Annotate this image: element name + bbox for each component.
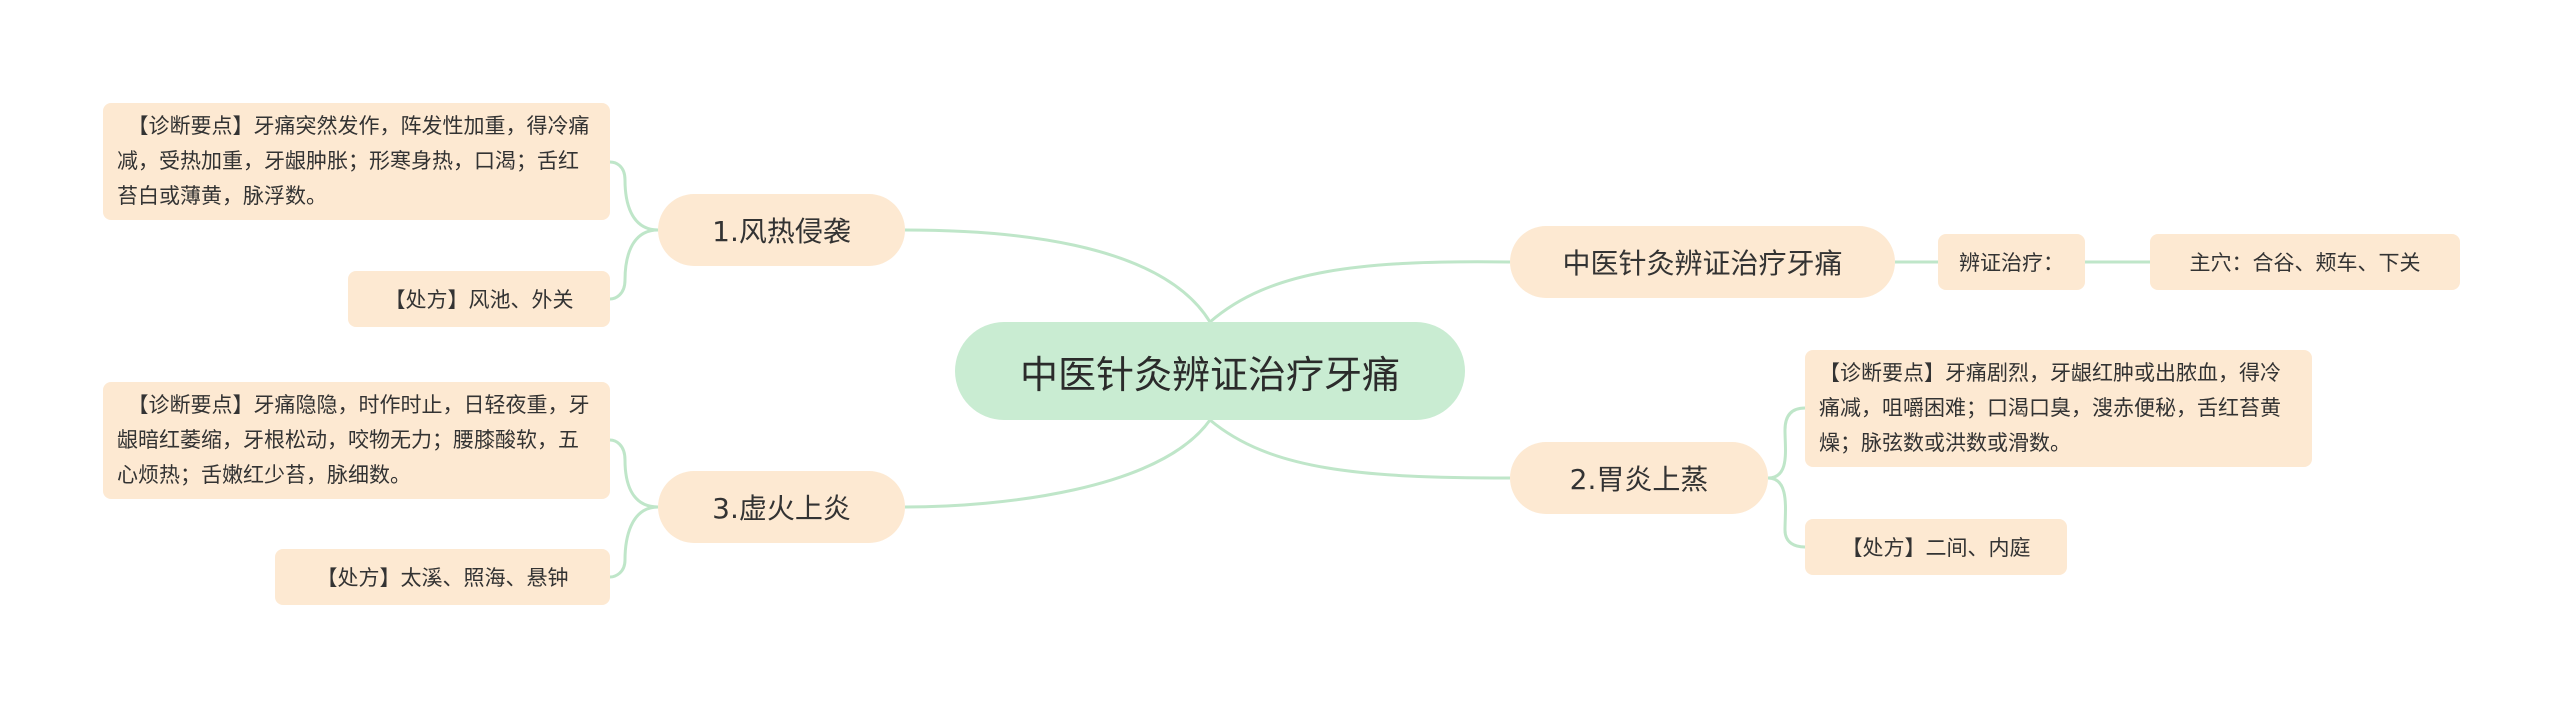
- link-xuhuo-prescription: [609, 505, 659, 579]
- link-xuhuo-diagnosis: [609, 438, 659, 509]
- branch-fengre[interactable]: 1.风热侵袭: [658, 194, 905, 266]
- branch-title[interactable]: 中医针灸辨证治疗牙痛: [1510, 226, 1895, 298]
- branch-title-sub-text: 辨证治疗：: [1959, 251, 2064, 275]
- leaf-weiyan-diagnosis[interactable]: 【诊断要点】牙痛剧烈，牙龈红肿或出脓血，得冷痛减，咀嚼困难；口渴口臭，溲赤便秘，…: [1805, 350, 2312, 467]
- leaf-fengre-prescription[interactable]: 【处方】风池、外关: [348, 271, 610, 327]
- leaf-main-points-text: 主穴：合谷、颊车、下关: [2189, 251, 2421, 275]
- branch-weiyan[interactable]: 2.胃炎上蒸: [1510, 442, 1768, 514]
- branch-fengre-label: 1.风热侵袭: [712, 215, 851, 248]
- link-root-fengre: [904, 228, 1212, 323]
- link-fengre-prescription: [609, 228, 659, 301]
- link-root-title: [1209, 260, 1511, 324]
- leaf-fengre-diagnosis[interactable]: 【诊断要点】牙痛突然发作，阵发性加重，得冷痛减，受热加重，牙龈肿胀；形寒身热，口…: [103, 103, 610, 220]
- link-root-xuhuo: [904, 419, 1212, 509]
- branch-title-label: 中医针灸辨证治疗牙痛: [1562, 247, 1843, 280]
- link-weiyan-prescription: [1767, 476, 1806, 549]
- link-root-weiyan: [1209, 418, 1511, 480]
- link-weiyan-diagnosis: [1767, 406, 1806, 480]
- root-label: 中医针灸辨证治疗牙痛: [1019, 352, 1400, 397]
- leaf-xuhuo-diagnosis[interactable]: 【诊断要点】牙痛隐隐，时作时止，日轻夜重，牙龈暗红萎缩，牙根松动，咬物无力；腰膝…: [103, 382, 610, 499]
- leaf-fengre-diagnosis-text: 【诊断要点】牙痛突然发作，阵发性加重，得冷痛减，受热加重，牙龈肿胀；形寒身热，口…: [117, 114, 590, 208]
- branch-weiyan-label: 2.胃炎上蒸: [1569, 463, 1709, 496]
- leaf-weiyan-prescription-text: 【处方】二间、内庭: [1841, 536, 2031, 560]
- leaf-xuhuo-diagnosis-text: 【诊断要点】牙痛隐隐，时作时止，日轻夜重，牙龈暗红萎缩，牙根松动，咬物无力；腰膝…: [117, 393, 590, 487]
- branch-xuhuo-label: 3.虚火上炎: [712, 492, 851, 525]
- leaf-xuhuo-prescription-text: 【处方】太溪、照海、悬钟: [316, 566, 569, 590]
- leaf-xuhuo-prescription[interactable]: 【处方】太溪、照海、悬钟: [275, 549, 610, 605]
- leaf-fengre-prescription-text: 【处方】风池、外关: [384, 288, 574, 312]
- root-node[interactable]: 中医针灸辨证治疗牙痛: [955, 322, 1465, 420]
- leaf-weiyan-prescription[interactable]: 【处方】二间、内庭: [1805, 519, 2067, 575]
- branch-title-sub[interactable]: 辨证治疗：: [1938, 234, 2085, 290]
- link-fengre-diagnosis: [609, 160, 659, 232]
- leaf-main-points[interactable]: 主穴：合谷、颊车、下关: [2150, 234, 2460, 290]
- branch-xuhuo[interactable]: 3.虚火上炎: [658, 471, 905, 543]
- leaf-weiyan-diagnosis-text: 【诊断要点】牙痛剧烈，牙龈红肿或出脓血，得冷痛减，咀嚼困难；口渴口臭，溲赤便秘，…: [1819, 361, 2281, 455]
